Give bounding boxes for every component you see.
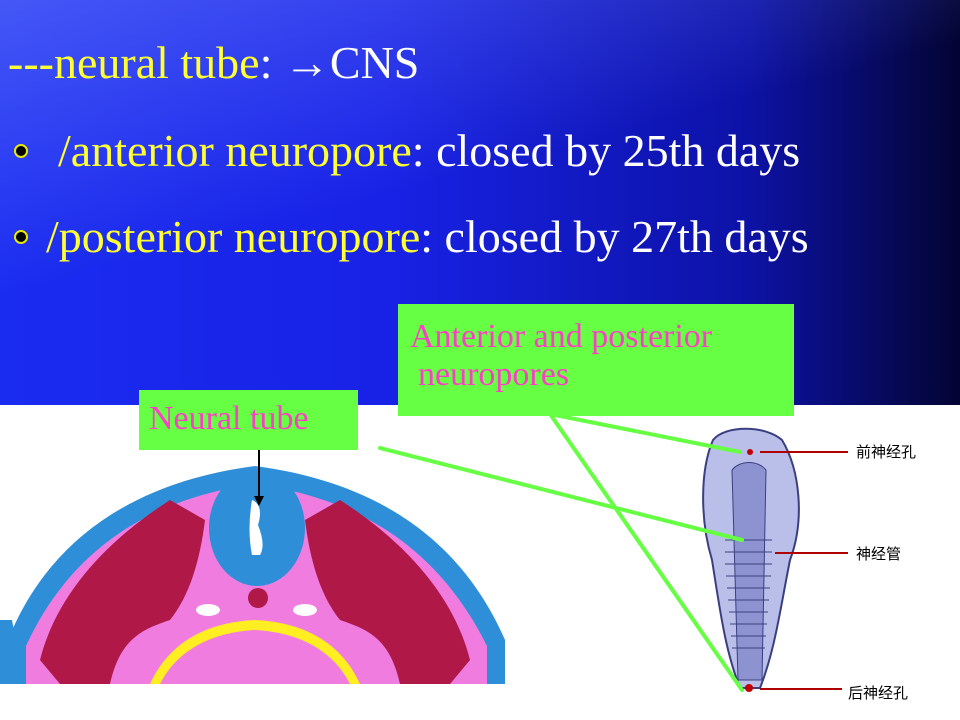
cross-section-illustration [0,450,505,684]
bullet-icon [14,144,28,158]
somite-rows [725,539,772,649]
label-posterior-neuropore-cn: 后神经孔 [848,684,909,702]
neural-tube-label-box: Neural tube [139,390,358,450]
inner-mesoderm [160,630,350,684]
line2-term: anterior neuropore [70,125,412,176]
neural-fold [731,462,767,681]
line1-rest: : →CNS [259,37,420,88]
label-neural-tube-cn: 神经管 [856,545,902,563]
label-anterior-neuropore-cn: 前神经孔 [856,443,917,461]
ectoderm-edge-left [0,620,24,684]
pointer-anterior [548,412,742,454]
neural-canal [249,500,263,555]
pointer-posterior [548,412,744,692]
somite-left [40,500,205,684]
bullet-icon [14,230,28,244]
text-line-anterior-neuropore: /anterior neuropore: closed by 25th days [58,126,800,176]
line2-rest: : closed by 25th days [411,125,801,176]
line3-term: posterior neuropore [58,211,421,262]
pointer-lines [378,412,744,692]
anterior-neuropore-mark [747,449,753,455]
notochord [248,588,268,608]
somite-right [305,500,470,684]
posterior-neuropore-mark [745,684,753,692]
text-line-neural-tube: ---neural tube: →CNS [8,38,419,88]
cavity-right [293,604,317,616]
neuropores-label-box: Anterior and posterior neuropores [398,304,794,416]
line1-prefix: --- [8,37,54,88]
cavity-left [196,604,220,616]
neural-tube-label: Neural tube [149,400,309,437]
line1-term: neural tube [53,37,260,88]
line3-rest: : closed by 27th days [420,211,809,262]
neuropores-label-line1: Anterior and posterior [410,318,713,355]
pointer-neural-tube [378,446,744,542]
pointer-arrowhead [254,496,264,506]
neuropores-label-line2: neuropores [418,356,570,393]
line2-prefix: / [58,125,71,176]
text-line-posterior-neuropore: /posterior neuropore: closed by 27th day… [46,212,809,262]
line3-prefix: / [46,211,59,262]
embryo-dorsal-illustration [702,427,848,692]
